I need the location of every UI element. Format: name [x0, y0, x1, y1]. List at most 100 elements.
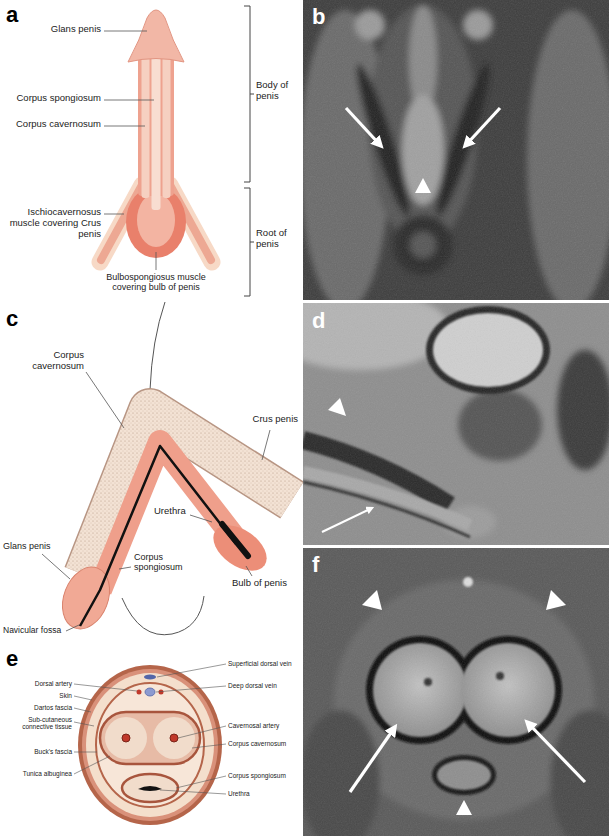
corpus-cavernosum — [105, 717, 147, 759]
mri-shaft-panel — [303, 548, 609, 836]
cavernosal-artery — [170, 734, 178, 742]
panel-letter: e — [6, 646, 28, 671]
leader-line — [104, 100, 154, 101]
superficial-dorsal-vein — [144, 675, 156, 680]
leader-line — [74, 756, 110, 774]
mri-background — [303, 0, 609, 300]
white-arrow — [350, 727, 395, 792]
leader-line — [104, 214, 124, 215]
part-label: Superficial dorsal vein — [228, 660, 302, 667]
corpus-cavernosum — [153, 717, 195, 759]
corpus-spongiosum — [100, 442, 240, 590]
corpus-spongiosum — [122, 774, 178, 802]
leader-line — [190, 515, 212, 522]
panel-letter: a — [6, 2, 28, 27]
leader-line — [74, 696, 92, 700]
corpus-spongiosum — [152, 50, 161, 210]
part-label: Ischiocavernosus muscle covering Crus pe… — [5, 207, 101, 240]
leader-lines — [104, 31, 156, 270]
part-label: Crus penis — [238, 414, 298, 425]
bulbar-urethra — [222, 524, 248, 556]
subcutaneous-tissue — [86, 673, 214, 817]
part-label: Corpus cavernosum — [14, 350, 84, 372]
leader-lines — [42, 372, 270, 631]
panel-letter: c — [6, 306, 28, 331]
region-label: Root of penis — [256, 228, 300, 250]
arrowhead-marker — [362, 590, 382, 610]
leader-line — [104, 126, 145, 127]
leader-line — [74, 684, 137, 691]
panel-letter: f — [312, 552, 334, 577]
region-label: Body of penis — [256, 80, 300, 102]
body-outline — [150, 302, 165, 390]
part-label: Urethra — [154, 506, 194, 517]
body-bracket — [244, 6, 254, 182]
leader-line — [176, 776, 226, 788]
deep-dorsal-vein — [145, 688, 155, 696]
leader-line — [178, 726, 226, 738]
scrotum-outline — [122, 596, 204, 635]
mri-background — [303, 303, 609, 545]
bulb-of-penis — [205, 516, 275, 580]
leader-line — [157, 664, 226, 677]
leader-line — [74, 722, 94, 726]
mri-background — [303, 548, 609, 836]
part-label: Glans penis — [3, 541, 61, 551]
panel-e-drawing — [74, 664, 226, 825]
bucks-fascia — [96, 683, 204, 807]
white-arrow — [465, 108, 500, 146]
part-label: Navicular fossa — [3, 626, 69, 636]
part-label: Tunica albuginea — [4, 770, 72, 777]
arrowhead-marker — [415, 178, 431, 193]
leader-line — [104, 31, 147, 32]
white-arrow — [322, 508, 372, 532]
mri-noise — [303, 303, 609, 545]
leader-line — [156, 686, 226, 692]
part-label: Corpus cavernosum — [228, 740, 302, 747]
skin — [78, 665, 222, 825]
leader-lines — [74, 664, 226, 794]
leader-line — [156, 252, 157, 270]
leader-line — [119, 567, 131, 569]
part-label: Dorsal artery — [4, 680, 72, 687]
leader-line — [74, 752, 97, 753]
panel-letter: d — [312, 308, 334, 333]
dorsal-artery — [137, 690, 142, 695]
leader-line — [192, 744, 226, 748]
arrowhead-marker — [328, 398, 346, 416]
leader-line — [86, 372, 124, 428]
panel-letter: b — [312, 4, 334, 29]
dartos-fascia — [82, 669, 218, 821]
part-label: Glans penis — [5, 24, 101, 35]
tunica-albuginea — [100, 712, 200, 764]
part-label: Cavernosal artery — [228, 722, 302, 729]
urethra — [138, 786, 162, 791]
leader-line — [160, 790, 226, 794]
part-label: Corpus spongiosum — [228, 772, 302, 779]
part-label: Corpus spongiosum — [5, 93, 101, 104]
part-label: Corpus spongiosum — [134, 552, 194, 573]
mri-sagittal-panel — [303, 303, 609, 545]
mri-noise — [303, 0, 609, 300]
panel-a-drawing — [100, 6, 254, 296]
part-label: Sub-cutaneous connective tissue — [4, 716, 72, 731]
leader-line — [66, 625, 79, 631]
cavernosal-artery — [122, 734, 130, 742]
part-label: Buck's fascia — [4, 748, 72, 755]
part-label: Corpus cavernosum — [5, 119, 101, 130]
corpus-cavernosum — [163, 52, 171, 198]
white-arrow — [527, 722, 585, 782]
urethra — [80, 446, 236, 626]
part-label: Bulb of penis — [232, 578, 302, 589]
part-label: Skin — [4, 692, 72, 699]
part-label: Deep dorsal vein — [228, 682, 302, 689]
root-bracket — [244, 188, 254, 296]
leader-line — [42, 554, 70, 579]
glans-penis — [128, 10, 184, 62]
arrowhead-marker — [546, 590, 566, 610]
corpus-cavernosum — [142, 52, 150, 198]
part-label: Bulbospongiosus muscle covering bulb of … — [92, 272, 220, 293]
leader-line — [246, 566, 252, 576]
